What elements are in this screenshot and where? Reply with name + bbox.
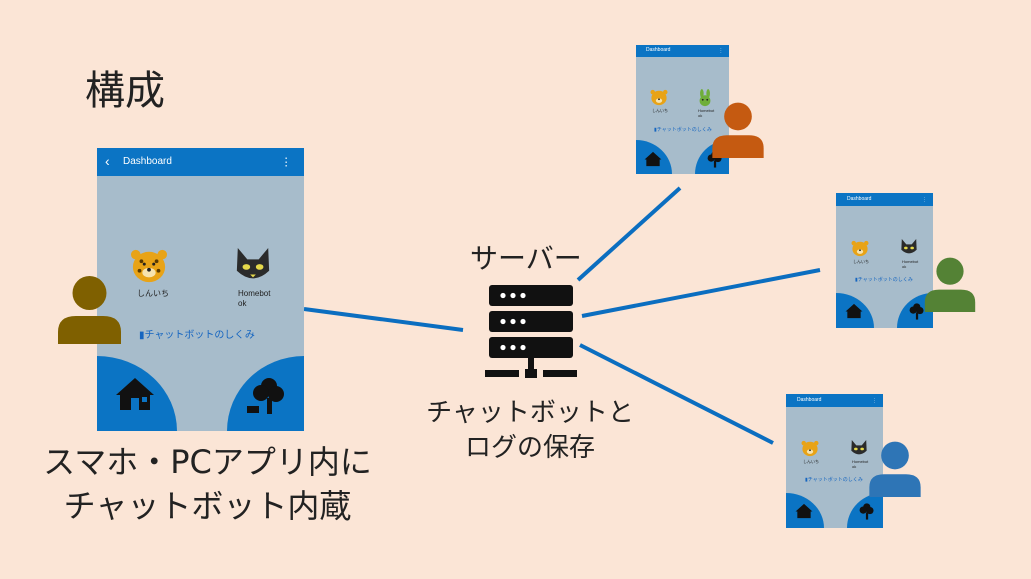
app-header: ‹ Dashboard ⋮	[97, 148, 304, 176]
server-caption-line2: ログの保存	[464, 433, 595, 463]
home-icon[interactable]	[644, 151, 662, 167]
user-icon-bottom	[869, 440, 921, 497]
app-header: Dashboard ⋮	[836, 193, 933, 206]
connector-left	[303, 307, 464, 332]
home-icon[interactable]	[845, 303, 863, 319]
tree-icon[interactable]	[856, 502, 874, 520]
rabbit-bot-avatar[interactable]	[696, 89, 714, 107]
bot-name-shinichi: しんいち	[853, 259, 869, 264]
book-icon: ▮	[805, 477, 808, 483]
homebot-label: Homebot	[698, 108, 715, 113]
home-icon[interactable]	[115, 376, 155, 412]
phone-main: ‹ Dashboard ⋮ しんいち Homebot ok ▮チャットボットのし…	[97, 148, 304, 431]
homebot-label: Homebot	[852, 459, 869, 464]
book-icon: ▮	[139, 330, 145, 341]
app-header: Dashboard ⋮	[786, 394, 883, 407]
homebot-status: ok	[238, 299, 247, 308]
book-icon: ▮	[855, 277, 858, 283]
leopard-bot-avatar[interactable]	[130, 248, 168, 284]
menu-icon[interactable]: ⋮	[718, 48, 724, 54]
homebot-status: ok	[902, 264, 907, 269]
how-it-works-link[interactable]: ▮チャットボットのしくみ	[805, 476, 863, 483]
connector-top	[576, 186, 682, 282]
tree-icon[interactable]	[906, 302, 924, 320]
slide-title: 構成	[85, 68, 165, 114]
how-it-works-label: チャットボットのしくみ	[144, 330, 255, 341]
connector-mid	[581, 268, 821, 318]
left-caption-line2: チャットボット内蔵	[63, 487, 352, 525]
how-it-works-label: チャットボットのしくみ	[656, 127, 712, 133]
cat-bot-avatar[interactable]	[900, 238, 918, 257]
book-icon: ▮	[654, 127, 657, 133]
leopard-bot-avatar[interactable]	[851, 240, 869, 257]
user-icon-top	[712, 101, 764, 158]
left-caption: スマホ・PCアプリ内に チャットボット内蔵	[20, 440, 395, 528]
header-title: Dashboard	[646, 47, 671, 53]
server-caption-line1: チャットボットと	[426, 398, 634, 428]
app-header: Dashboard ⋮	[636, 45, 729, 57]
how-it-works-link[interactable]: ▮チャットボットのしくみ	[139, 326, 255, 341]
bot-name-shinichi: しんいち	[803, 459, 819, 464]
phone-mid: Dashboard ⋮ しんいち Homebot ok ▮チャットボットのしくみ	[836, 193, 933, 328]
bot-name-shinichi: しんいち	[137, 289, 169, 298]
left-caption-line1: スマホ・PCアプリ内に	[43, 443, 372, 481]
homebot-label: Homebot	[238, 289, 271, 298]
bot-name-shinichi: しんいち	[652, 108, 668, 113]
homebot-status: ok	[698, 113, 703, 118]
server-icon	[485, 285, 577, 378]
bot-name-homebot: Homebot ok	[238, 289, 270, 309]
server-caption: チャットボットと ログの保存	[405, 396, 655, 466]
header-title: Dashboard	[123, 156, 172, 167]
header-title: Dashboard	[797, 397, 822, 403]
menu-icon[interactable]: ⋮	[922, 196, 928, 203]
menu-icon[interactable]: ⋮	[280, 156, 292, 169]
how-it-works-link[interactable]: ▮チャットボットのしくみ	[855, 276, 913, 283]
how-it-works-label: チャットボットのしくみ	[807, 477, 863, 483]
cat-bot-avatar[interactable]	[234, 246, 272, 286]
bot-name-homebot: Homebot ok	[698, 108, 714, 118]
homebot-label: Homebot	[902, 259, 919, 264]
user-icon-left	[58, 274, 121, 344]
cat-bot-avatar[interactable]	[850, 439, 868, 458]
homebot-status: ok	[852, 464, 857, 469]
back-icon[interactable]: ‹	[105, 153, 110, 169]
home-icon[interactable]	[795, 503, 813, 519]
phone-top: Dashboard ⋮ しんいち Homebot ok ▮チャットボットのしくみ	[636, 45, 729, 174]
bot-name-homebot: Homebot ok	[852, 459, 868, 469]
how-it-works-label: チャットボットのしくみ	[857, 277, 913, 283]
menu-icon[interactable]: ⋮	[872, 397, 878, 404]
how-it-works-link[interactable]: ▮チャットボットのしくみ	[654, 126, 712, 133]
user-icon-mid	[924, 256, 976, 312]
server-label: サーバー	[470, 242, 582, 275]
tree-icon[interactable]	[245, 376, 285, 414]
connector-bottom	[579, 343, 774, 445]
header-title: Dashboard	[847, 196, 872, 202]
leopard-bot-avatar[interactable]	[801, 440, 819, 457]
phone-bottom: Dashboard ⋮ しんいち Homebot ok ▮チャットボットのしくみ	[786, 394, 883, 528]
leopard-bot-avatar[interactable]	[650, 89, 668, 106]
bot-name-homebot: Homebot ok	[902, 259, 918, 269]
